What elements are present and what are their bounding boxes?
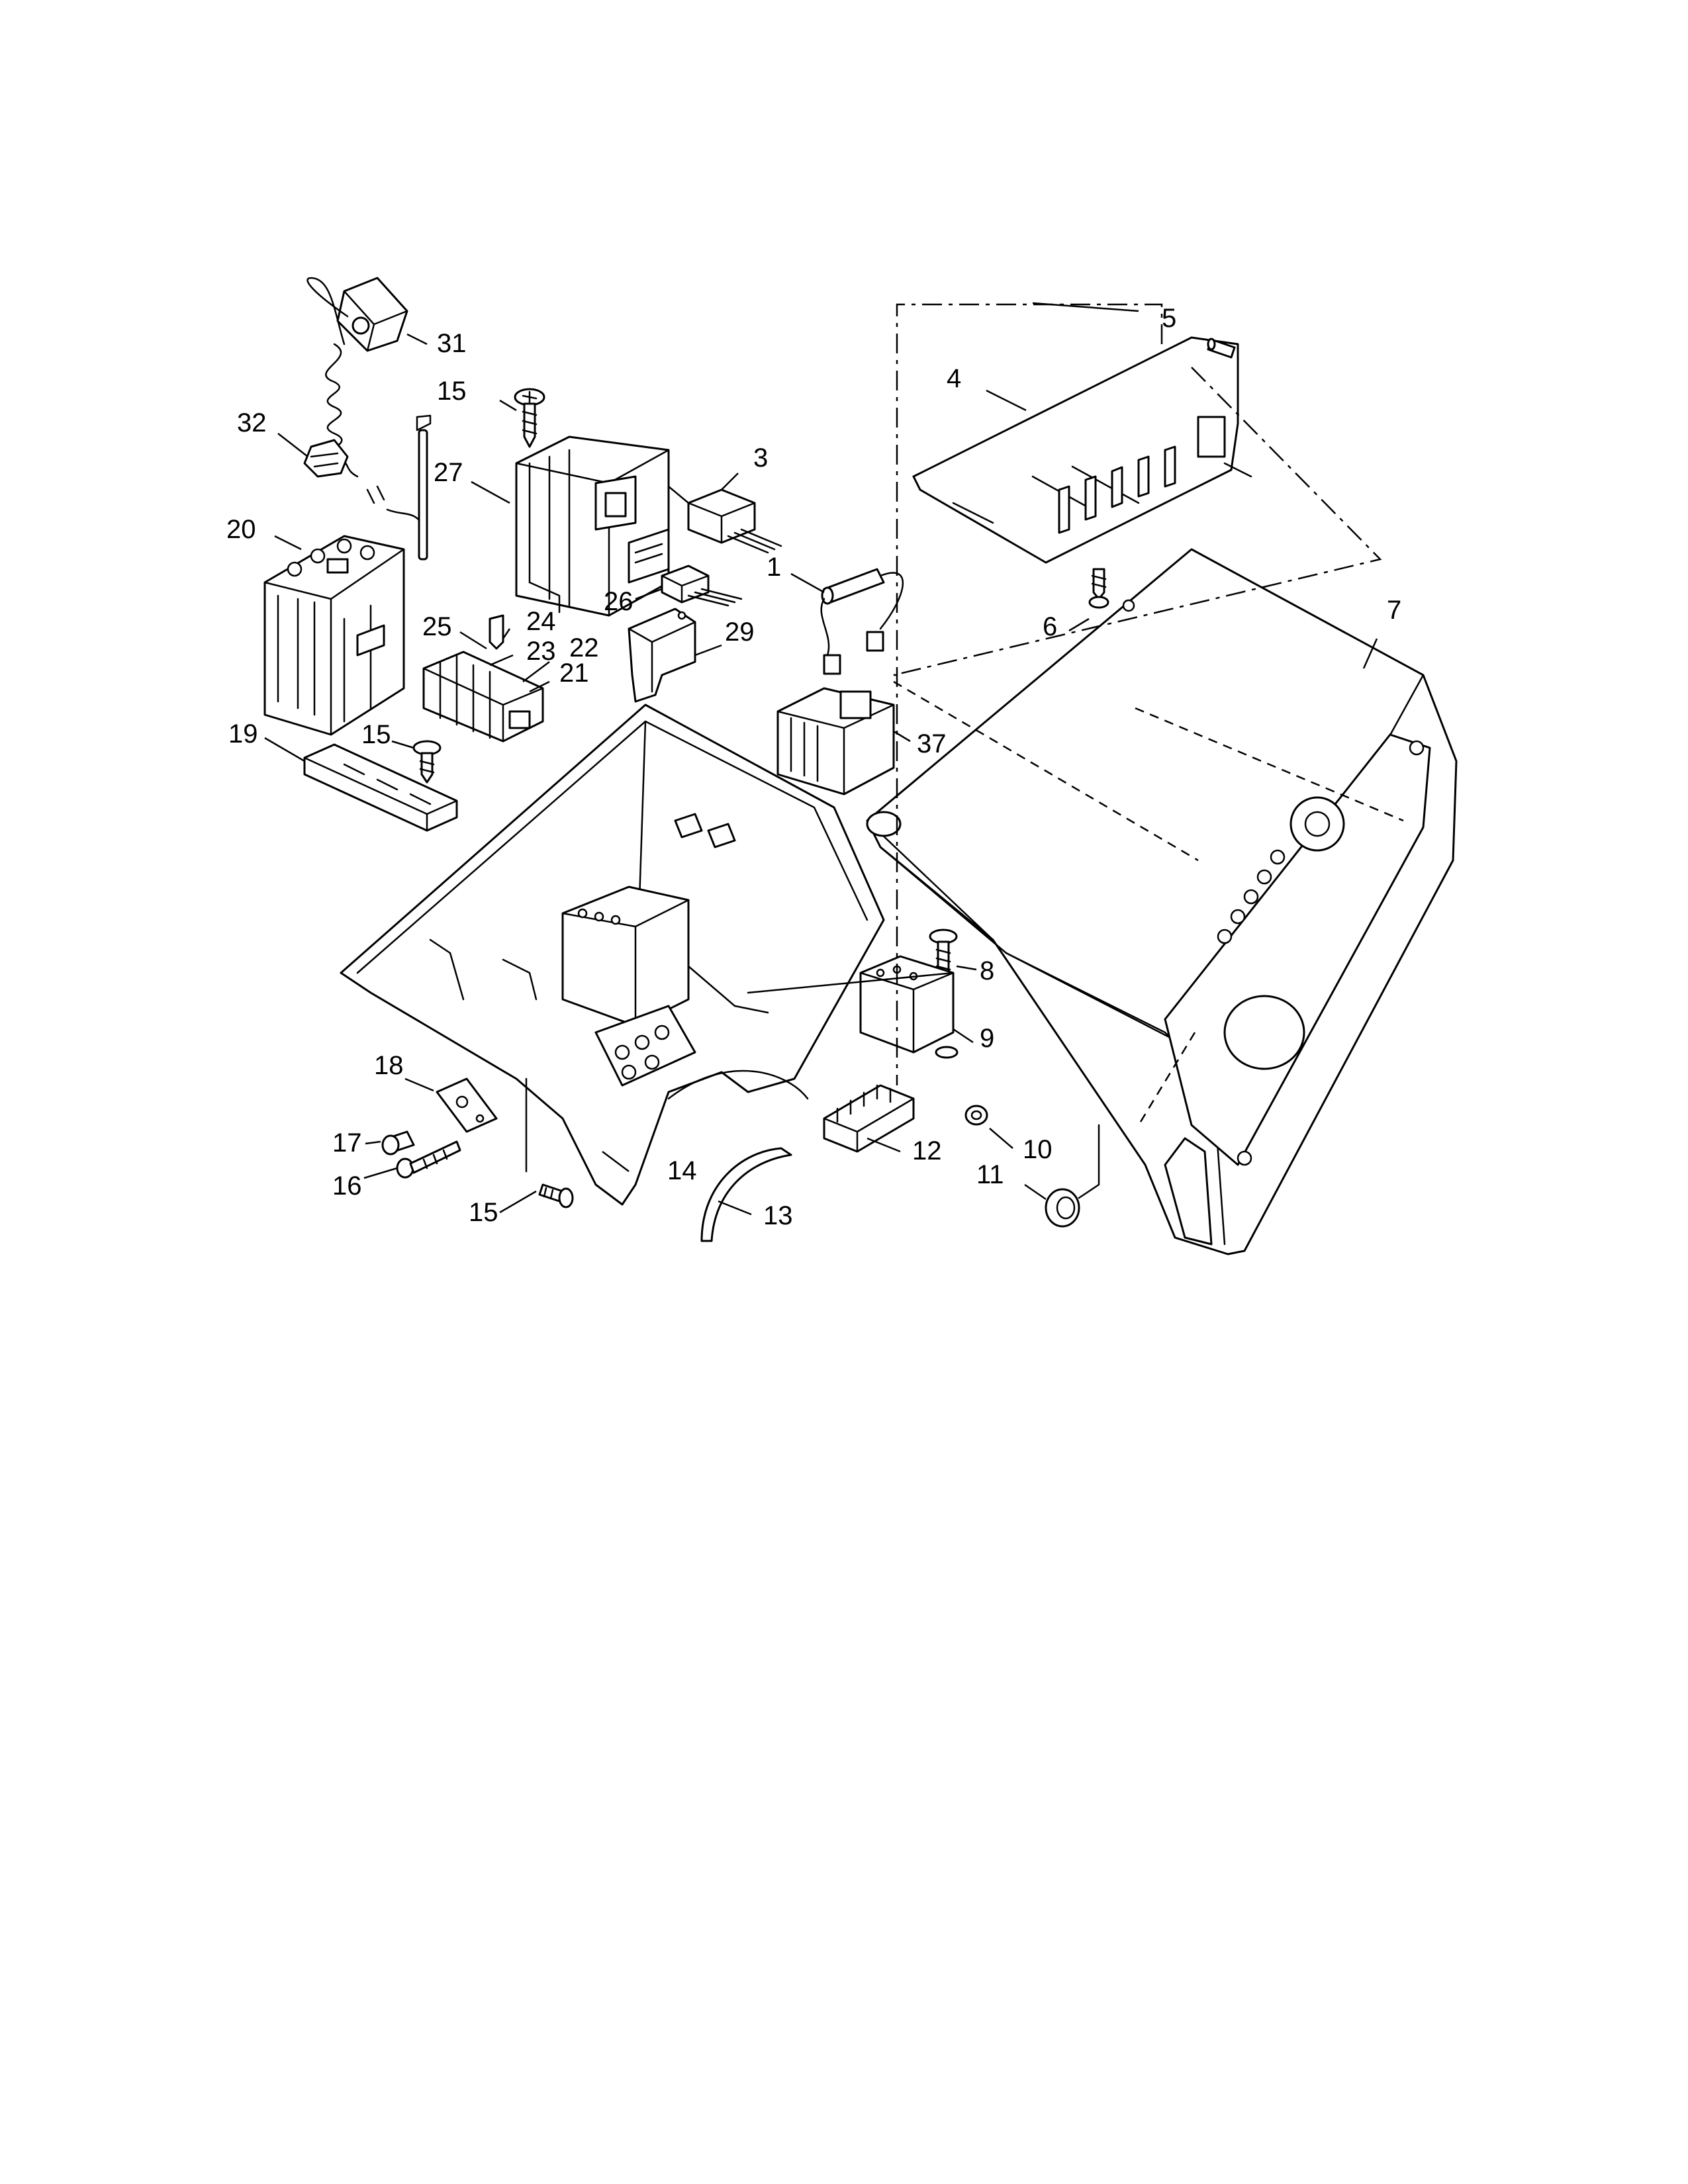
callout-15: 15 [437,377,467,406]
callout-29: 29 [725,617,755,647]
part-17-bushing [381,1130,415,1156]
part-10-nut [964,1105,988,1126]
callout-8: 8 [980,956,994,985]
part-21-terminal-block [422,614,544,743]
part-19-din-rail [303,743,458,832]
callout-32: 32 [237,408,267,437]
part-15-screw-top [514,388,545,448]
part-31-thermostat [306,277,432,561]
part-12-terminal-strip [823,1084,915,1153]
callout-13: 13 [763,1201,793,1230]
callout-21: 21 [559,659,589,688]
part-1-component [820,568,904,675]
callout-11: 11 [976,1160,1004,1189]
callout-1: 1 [767,553,781,582]
part-20-contactor [263,535,405,736]
part-6-screw [1088,568,1109,609]
part-32-clip [303,439,349,478]
callout-25: 25 [422,612,452,641]
callout-20: 20 [226,515,256,544]
callout-3: 3 [753,443,768,473]
leader-lines [264,302,1378,1216]
callout-18: 18 [374,1051,404,1080]
callout-14: 14 [667,1156,697,1185]
callout-15c: 15 [469,1198,498,1227]
callout-19: 19 [228,719,258,749]
part-9-module [859,955,959,1059]
callout-5: 5 [1162,304,1176,333]
part-11-grommet [1045,1188,1080,1228]
callout-labels: 31 15 32 27 3 20 1 26 25 24 23 22 21 29 … [226,304,1401,1230]
part-18-plate [436,1077,498,1133]
part-4-control-board [912,336,1252,564]
callout-6: 6 [1043,612,1057,641]
callout-15b: 15 [361,720,391,749]
part-15-screw-bottom [538,1183,574,1208]
callout-16: 16 [332,1171,362,1201]
part-5-fuse [1207,338,1236,359]
callout-22: 22 [569,633,599,662]
callout-31: 31 [437,329,467,358]
callout-37: 37 [917,729,947,758]
part-14-tray [340,704,885,1206]
callout-26: 26 [604,587,633,616]
callout-9: 9 [980,1024,994,1053]
part-29-end-plate [628,608,696,703]
callout-24: 24 [526,607,556,636]
part-26-connector [661,565,743,607]
part-15-screw-middle [412,740,442,784]
callout-27: 27 [434,458,463,487]
part-13-seal [700,1147,792,1242]
callout-23: 23 [526,637,556,666]
callout-10: 10 [1023,1135,1053,1164]
callout-12: 12 [912,1136,942,1165]
callout-4: 4 [947,364,961,393]
part-3-module [667,485,782,554]
part-27-transformer [515,435,670,617]
callout-7: 7 [1387,596,1401,625]
part-16-bolt [396,1140,461,1179]
part-37-relay [776,687,895,796]
callout-17: 17 [332,1128,362,1158]
assembly-lines [525,303,1404,1199]
part-7-housing [866,548,1458,1255]
